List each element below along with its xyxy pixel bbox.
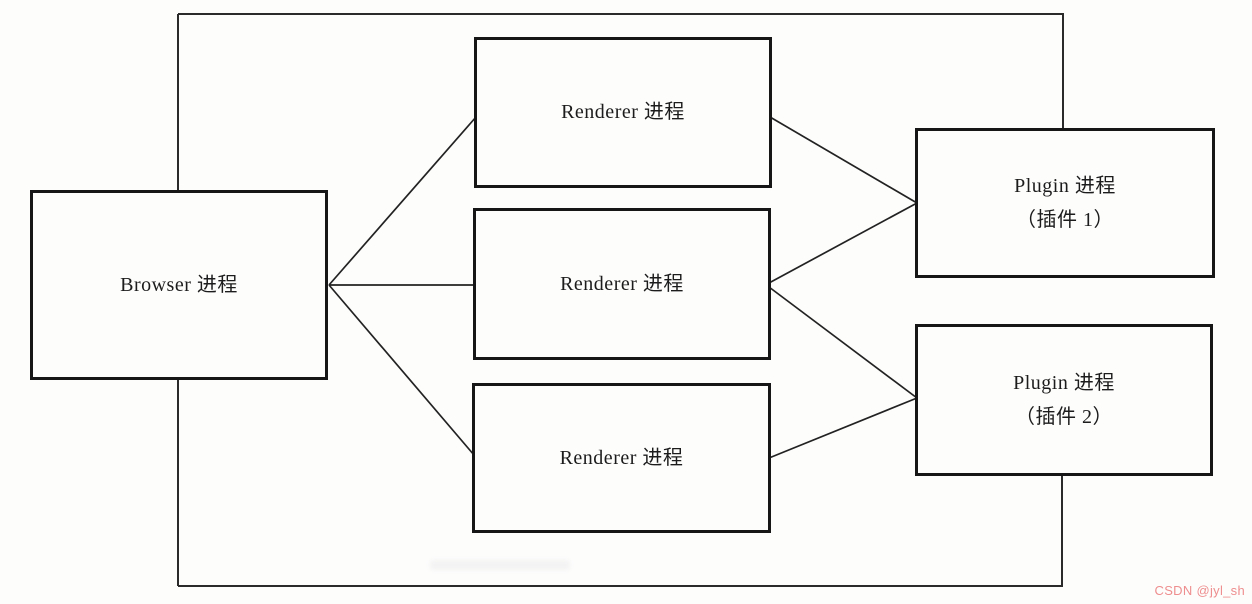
renderer-process-label: Renderer 进程 — [560, 272, 684, 295]
plugin-process-sublabel: （插件 2） — [1015, 405, 1113, 428]
connector-browser-renderer1 — [328, 116, 477, 286]
renderer-process-box-1: Renderer 进程 — [474, 37, 772, 188]
renderer-process-box-2: Renderer 进程 — [473, 208, 771, 360]
browser-process-label: Browser 进程 — [120, 273, 238, 296]
connector-renderer2-plugin2 — [768, 286, 918, 399]
plugin-process-box-2: Plugin 进程 （插件 2） — [915, 324, 1213, 476]
connector-renderer1-plugin1 — [769, 116, 918, 204]
watermark: CSDN @jyl_sh — [1154, 583, 1245, 598]
connector-renderer3-plugin2 — [768, 397, 918, 459]
connector-renderer2-plugin1 — [768, 202, 918, 284]
plugin-process-sublabel: （插件 1） — [1016, 208, 1114, 231]
renderer-process-box-3: Renderer 进程 — [472, 383, 771, 533]
connector-browser-renderer3 — [328, 284, 475, 456]
plugin-process-label: Plugin 进程 — [1013, 371, 1115, 394]
plugin-process-box-1: Plugin 进程 （插件 1） — [915, 128, 1215, 278]
browser-process-box: Browser 进程 — [30, 190, 328, 380]
renderer-process-label: Renderer 进程 — [561, 101, 685, 123]
renderer-process-label: Renderer 进程 — [559, 446, 684, 469]
plugin-process-label: Plugin 进程 — [1014, 174, 1116, 197]
scan-artifact — [430, 560, 570, 570]
